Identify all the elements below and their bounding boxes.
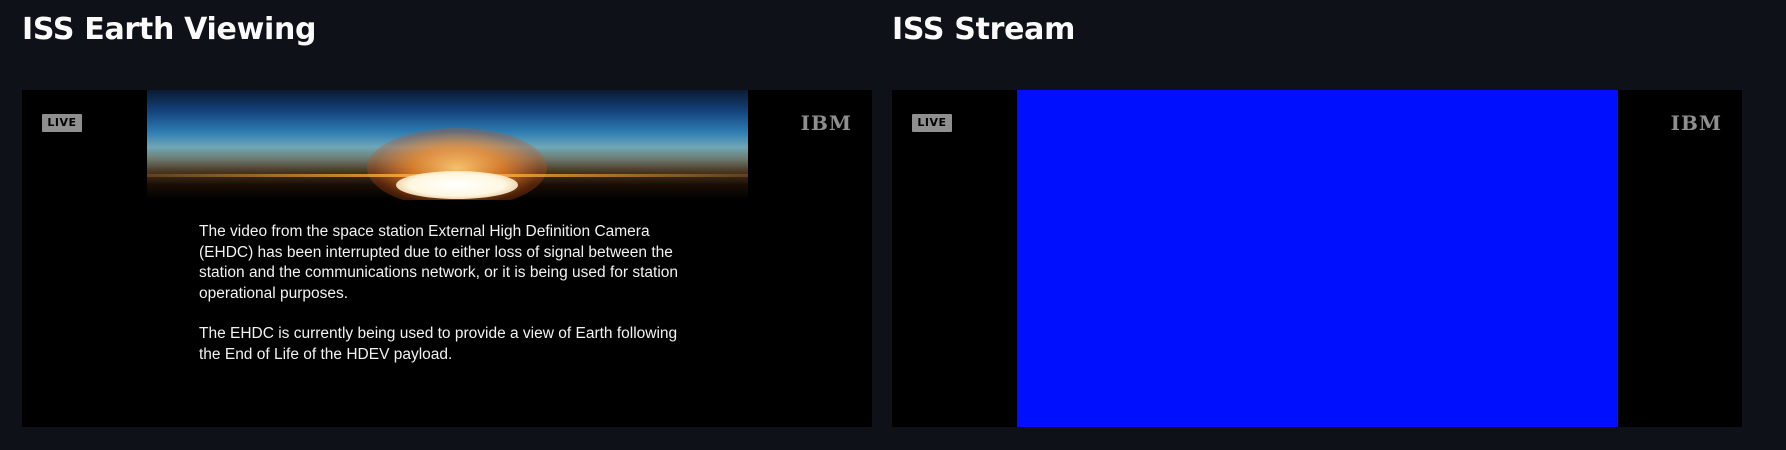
- interruption-notice: The video from the space station Externa…: [199, 222, 699, 385]
- ibm-logo: IBM: [800, 111, 852, 135]
- iss-stream-section: ISS Stream LIVE IBM: [892, 0, 1742, 450]
- section-title: ISS Stream: [892, 12, 1076, 47]
- earth-horizon-image: [147, 90, 748, 200]
- ibm-logo: IBM: [1670, 111, 1722, 135]
- section-title: ISS Earth Viewing: [22, 12, 317, 47]
- sun-core: [396, 171, 518, 199]
- notice-paragraph: The EHDC is currently being used to prov…: [199, 325, 678, 363]
- iss-earth-viewing-section: ISS Earth Viewing LIVE IBM The video fro…: [22, 0, 872, 450]
- live-badge: LIVE: [912, 114, 952, 132]
- iss-stream-video-player[interactable]: LIVE IBM: [892, 90, 1742, 427]
- notice-paragraph: The video from the space station Externa…: [199, 223, 679, 302]
- blue-screen-frame: [1017, 90, 1618, 427]
- earth-viewing-video-player[interactable]: LIVE IBM The video from the space statio…: [22, 90, 872, 427]
- live-badge: LIVE: [42, 114, 82, 132]
